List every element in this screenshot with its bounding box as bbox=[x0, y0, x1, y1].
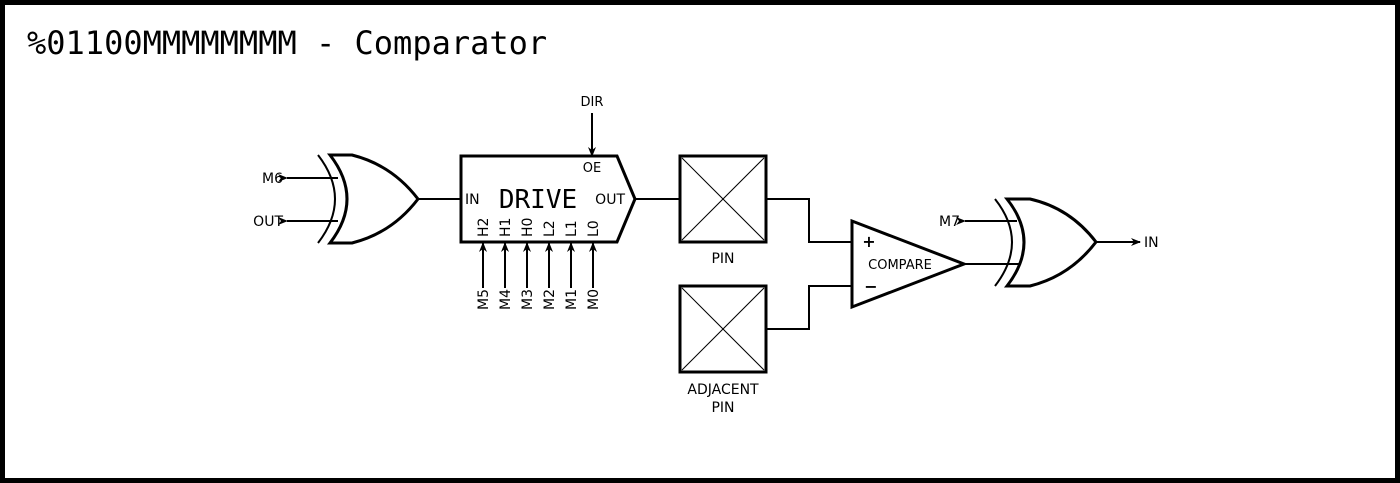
drive-pin-label-l1: L1 bbox=[564, 220, 580, 237]
drive-pin-input-m4: M4 bbox=[498, 289, 514, 310]
pin-label: PIN bbox=[711, 251, 734, 267]
drive-oe-label: OE bbox=[583, 161, 601, 176]
out-input-label: OUT bbox=[253, 214, 283, 230]
drive-out-label: OUT bbox=[595, 192, 625, 208]
adjacent-to-compare-wire bbox=[766, 285, 852, 330]
drive-in-label: IN bbox=[465, 192, 480, 208]
m7-label: M7 bbox=[939, 214, 960, 230]
pin-box bbox=[678, 154, 768, 244]
output-label: IN bbox=[1144, 235, 1159, 251]
compare-minus: − bbox=[864, 277, 877, 296]
adjacent-pin-label-line1: ADJACENT bbox=[687, 382, 759, 398]
page-title: %01100MMMMMMMM - Comparator bbox=[27, 24, 548, 62]
pin-to-compare-wire bbox=[766, 198, 852, 243]
input-xor-gate bbox=[278, 153, 461, 245]
drive-pin-input-m0: M0 bbox=[586, 289, 602, 310]
drive-pin-input-m3: M3 bbox=[520, 289, 536, 310]
drive-pin-input-m1: M1 bbox=[564, 289, 580, 310]
drive-pin-label-h2: H2 bbox=[476, 218, 492, 237]
compare-label: COMPARE bbox=[868, 258, 932, 273]
compare-plus: + bbox=[862, 232, 875, 251]
drive-pin-label-l0: L0 bbox=[586, 220, 602, 237]
adjacent-pin-label-line2: PIN bbox=[711, 400, 734, 416]
adjacent-pin-box bbox=[678, 284, 768, 374]
drive-label: DRIVE bbox=[499, 185, 577, 215]
output-xor-gate bbox=[956, 197, 1141, 288]
drive-pin-input-m2: M2 bbox=[542, 289, 558, 310]
drive-block bbox=[459, 154, 637, 244]
dir-label: DIR bbox=[581, 95, 604, 110]
drive-pin-label-h0: H0 bbox=[520, 218, 536, 237]
drive-pin-label-h1: H1 bbox=[498, 218, 514, 237]
drive-pin-label-l2: L2 bbox=[542, 220, 558, 237]
drive-pin-input-m5: M5 bbox=[476, 289, 492, 310]
comparator-triangle bbox=[850, 218, 969, 310]
m6-label: M6 bbox=[262, 171, 283, 187]
